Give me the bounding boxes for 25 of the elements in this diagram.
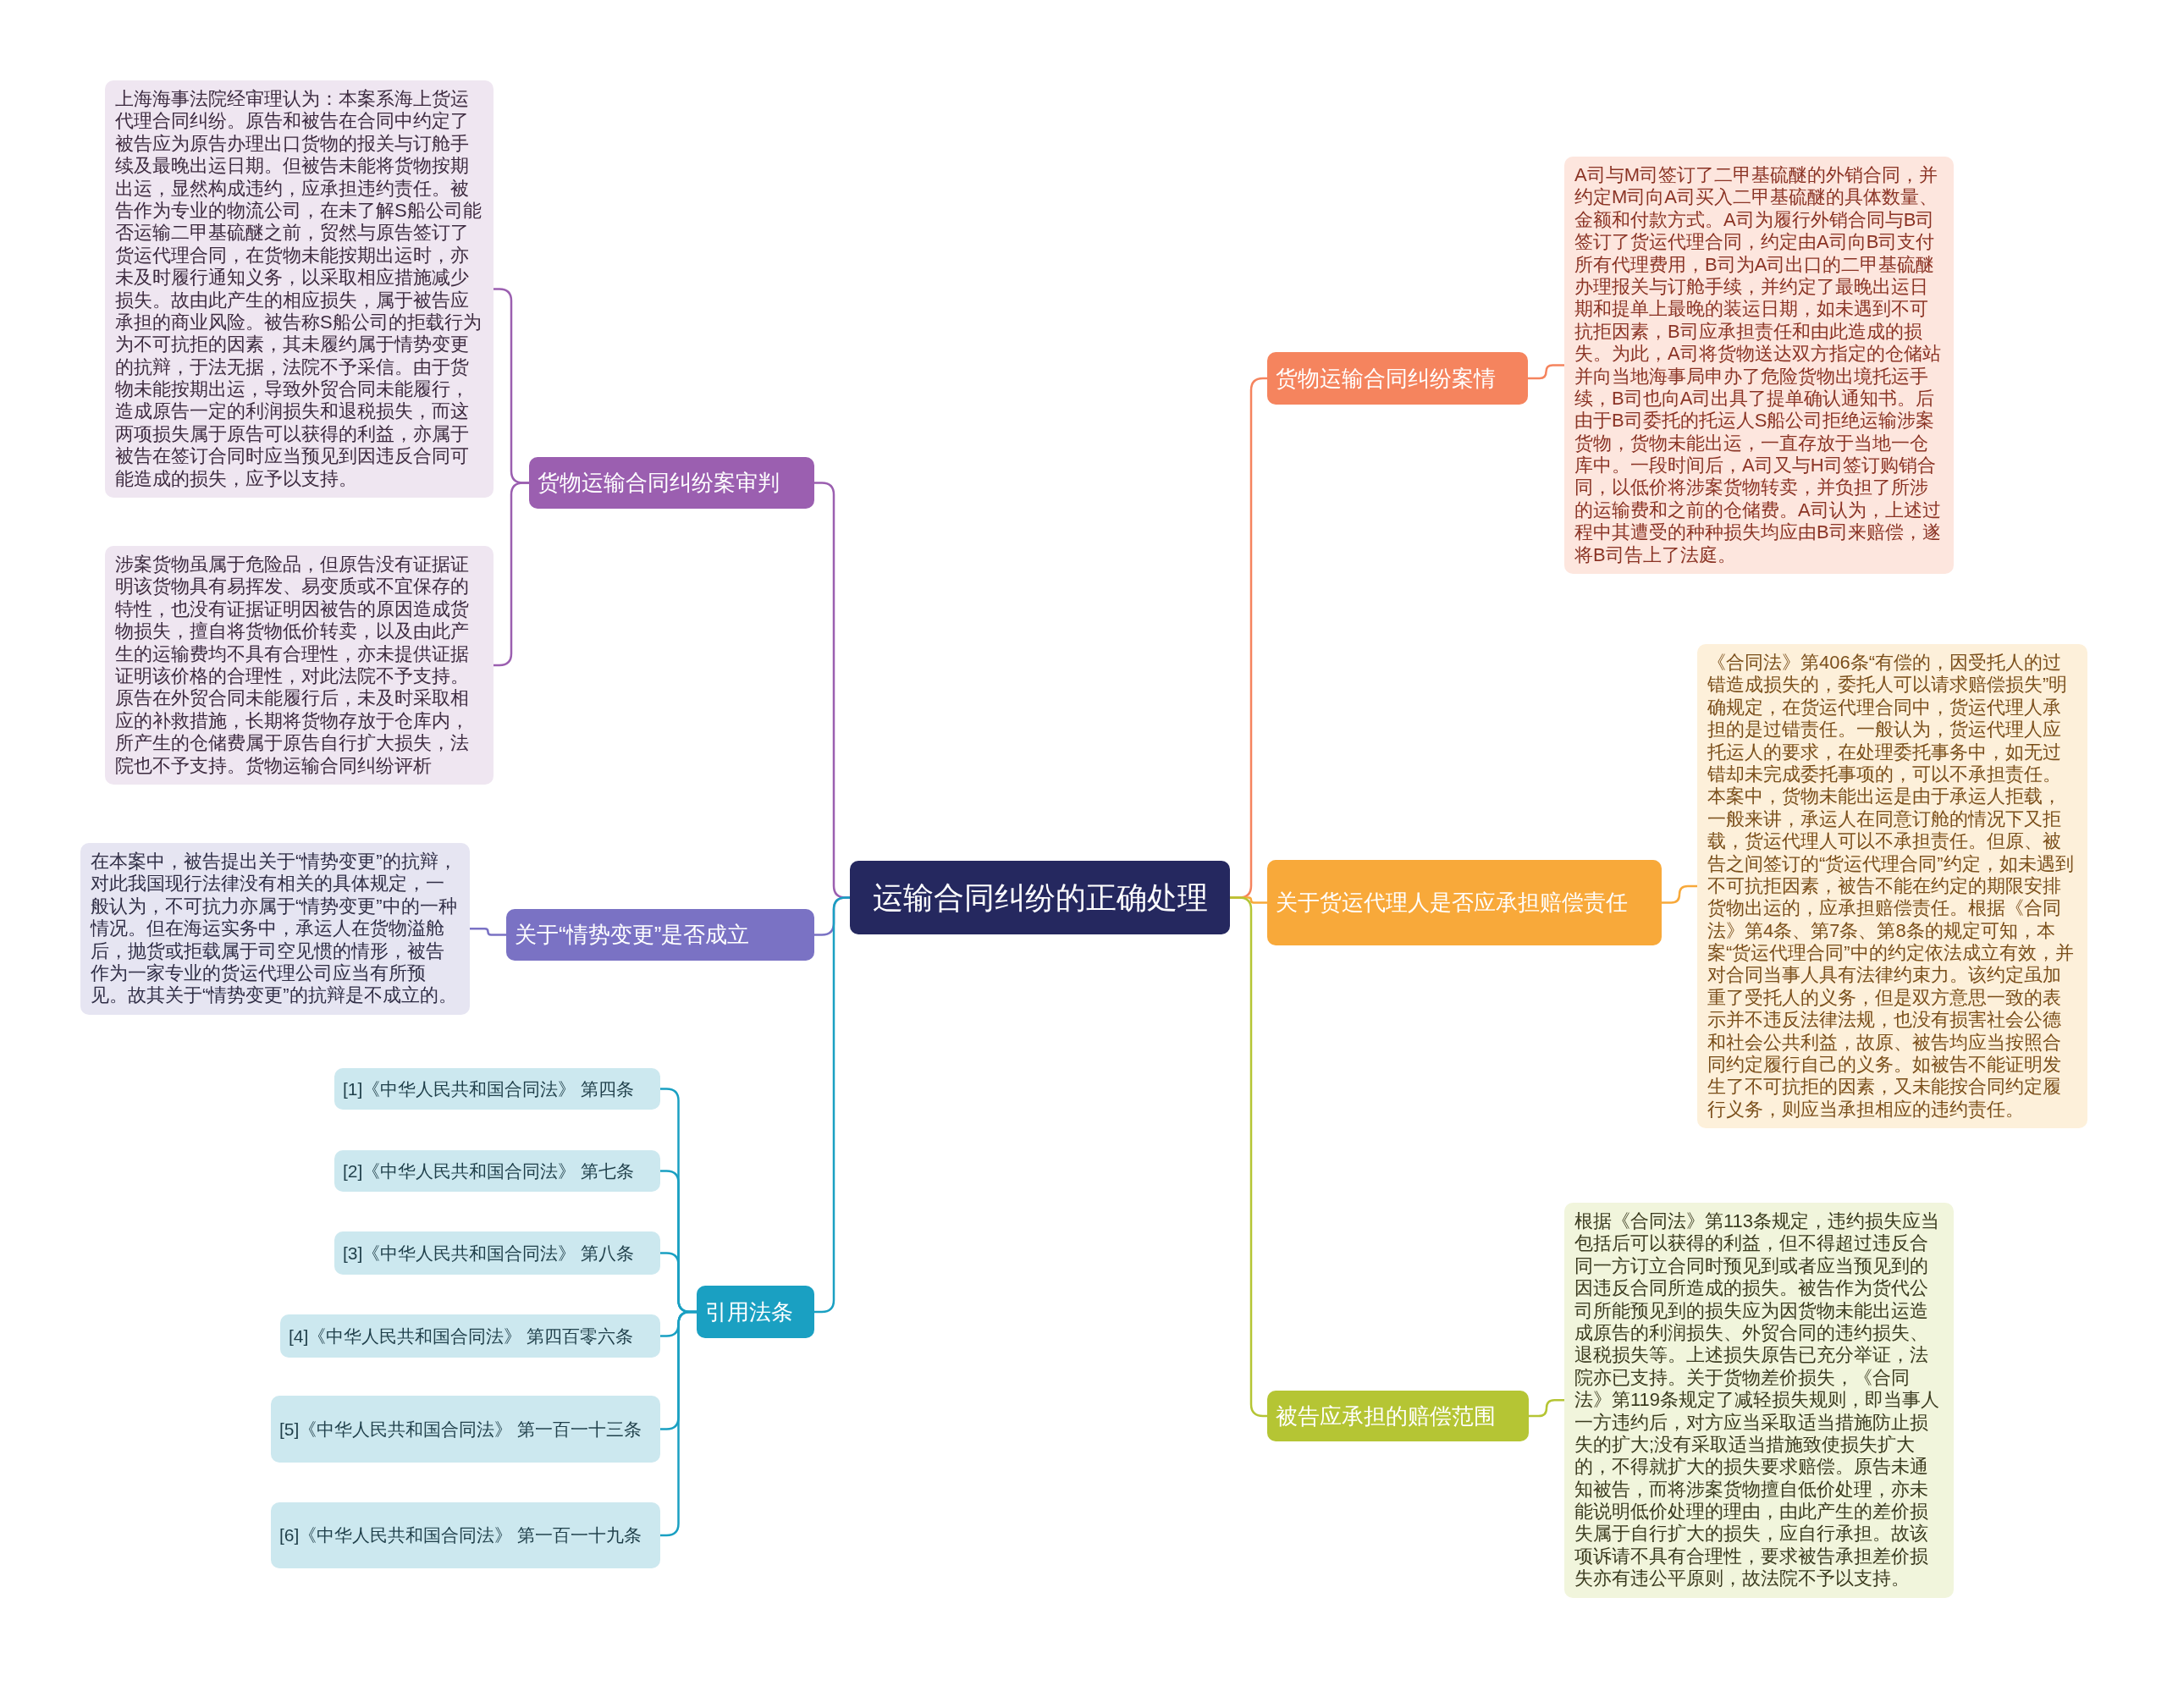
- text-card: 涉案货物虽属于危险品，但原告没有证据证明该货物具有易挥发、易变质或不宜保存的特性，也没有证据证明因被告的原因造成货物损失，擅自将货物低价转卖，以及由此产生的运输费均不具有合理性，亦未提供证据证明该价格的合理性，对此法院不予支持。原告在外贸合同未能履行后，未及时采取相应的补救措施，长期将货物存放于仓库内，所产生的仓储费属于原告自行扩大损失，法院也不予支持。货物运输合同纠纷评析: [105, 546, 494, 785]
- reference-box: [2]《中华人民共和国合同法》 第七条: [334, 1150, 660, 1192]
- connector-line: [494, 482, 529, 667]
- connector-line: [1528, 364, 1564, 380]
- connector-line: [814, 896, 850, 1314]
- topic-box: 被告应承担的赔偿范围: [1267, 1391, 1529, 1441]
- topic-box: 货物运输合同纠纷案审判: [529, 457, 814, 509]
- reference-box: [3]《中华人民共和国合同法》 第八条: [334, 1231, 660, 1275]
- text-card: 在本案中，被告提出关于“情势变更”的抗辩，对此我国现行法律没有相关的具体规定，一般认为，不可抗力亦属于“情势变更”中的一种情况。但在海运实务中，承运人在货物溢舱后，抛货或拒载属于司空见惯的情形，被告作为一家专业的货运代理公司应当有所预见。故其关于“情势变更”的抗辩是不成立的。: [80, 843, 470, 1015]
- reference-box: [4]《中华人民共和国合同法》 第四百零六条: [280, 1314, 660, 1358]
- text-card: A司与M司签订了二甲基硫醚的外销合同，并约定M司向A司买入二甲基硫醚的具体数量、金额和付款方式。A司为履行外销合同与B司签订了货运代理合同，约定由A司向B司支付所有代理费用，B司为A司出口的二甲基硫醚办理报关与订舱手续，并约定了最晚出运日期和提单上最晚的装运日期，如未遇到不可抗拒因素，B司应承担责任和由此造成的损失。为此，A司将货物送达双方指定的仓储站并向当地海事局申办了危险货物出境托运手续，B司也向A司出具了提单确认通知书。后由于B司委托的托运人S船公司拒绝运输涉案货物，货物未能出运，一直存放于当地一仓库中。一段时间后，A司又与H司签订购销合同，以低价将涉案货物转卖，并负担了所涉的运输费和之前的仓储费。A司认为，上述过程中其遭受的种种损失均应由B司来赔偿，遂将B司告上了法庭。: [1564, 157, 1954, 575]
- topic-box: 货物运输合同纠纷案情: [1267, 352, 1528, 405]
- text-card: 根据《合同法》第113条规定，违约损失应当包括后可以获得的利益，但不得超过违反合同一方订立合同时预见到或者应当预见到的因违反合同所造成的损失。被告作为货代公司所能预见到的损失应为因货物未能出运造成原告的利润损失、外贸合同的违约损失、退税损失等。上述损失原告已充分举证，法院亦已支持。关于货物差价损失，《合同法》第119条规定了减轻损失规则，即当事人一方违约后，对方应当采取适当措施防止损失的扩大;没有采取适当措施致使损失扩大的，不得就扩大的损失要求赔偿。原告未通知被告，而将涉案货物擅自低价处理，亦未能说明低价处理的理由，由此产生的差价损失属于自行扩大的损失，应自行承担。故该项诉请不具有合理性，要求被告承担差价损失亦有违公平原则，故法院不予以支持。: [1564, 1203, 1954, 1598]
- central-topic-box: 运输合同纠纷的正确处理: [850, 861, 1230, 934]
- text-card: 上海海事法院经审理认为：本案系海上货运代理合同纠纷。原告和被告在合同中约定了被告应为原告办理出口货物的报关与订舱手续及最晚出运日期。但被告未能将货物按期出运，显然构成违约，应承担违约责任。被告作为专业的物流公司，在未了解S船公司能否运输二甲基硫醚之前，贸然与原告签订了货运代理合同，在货物未能按期出运时，亦未及时履行通知义务，以采取相应措施减少损失。故由此产生的相应损失，属于被告应承担的商业风险。被告称S船公司的拒载行为为不可抗拒的因素，其未履约属于情势变更的抗辩，于法无据，法院不予采信。由于货物未能按期出运，导致外贸合同未能履行，造成原告一定的利润损失和退税损失，而这两项损失属于原告可以获得的利益，亦属于被告在签订合同时应当预见到因违反合同可能造成的损失，应予以支持。: [105, 80, 494, 499]
- connector-line: [470, 928, 506, 936]
- topic-box: 关于货运代理人是否应承担赔偿责任: [1267, 860, 1662, 945]
- reference-box: [5]《中华人民共和国合同法》 第一百一十三条: [271, 1396, 660, 1463]
- reference-box: [6]《中华人民共和国合同法》 第一百一十九条: [271, 1502, 660, 1568]
- reference-box: [1]《中华人民共和国合同法》 第四条: [334, 1068, 660, 1110]
- topic-box: 引用法条: [697, 1286, 814, 1338]
- connector-line: [1662, 884, 1697, 904]
- text-card: 《合同法》第406条“有偿的，因受托人的过错造成损失的，委托人可以请求赔偿损失”明确规定，在货运代理合同中，货运代理人承担的是过错责任。一般认为，货运代理人应托运人的要求，在处理委托事务中，如无过错却未完成委托事项的，可以不承担责任。本案中，货物未能出运是由于承运人拒载，一般来讲，承运人在同意订舱的情况下又拒载，货运代理人可以不承担责任。但原、被告之间签订的“货运代理合同”约定，如未遇到不可抗拒因素，被告不能在约定的期限安排货物出运的，应承担赔偿责任。根据《合同法》第4条、第7条、第8条的规定可知，本案“货运代理合同”中的约定依法成立有效，并对合同当事人具有法律约束力。该约定虽加重了受托人的义务，但是双方意思一致的表示并不违反法律法规，也没有损害社会公德和社会公共利益，故原、被告均应当按照合同约定履行自己的义务。如被告不能证明发生了不可抗拒的因素，又未能按合同约定履行义务，则应当承担相应的违约责任。: [1697, 644, 2087, 1129]
- connector-line: [1529, 1399, 1564, 1418]
- topic-box: 关于“情势变更”是否成立: [506, 909, 814, 961]
